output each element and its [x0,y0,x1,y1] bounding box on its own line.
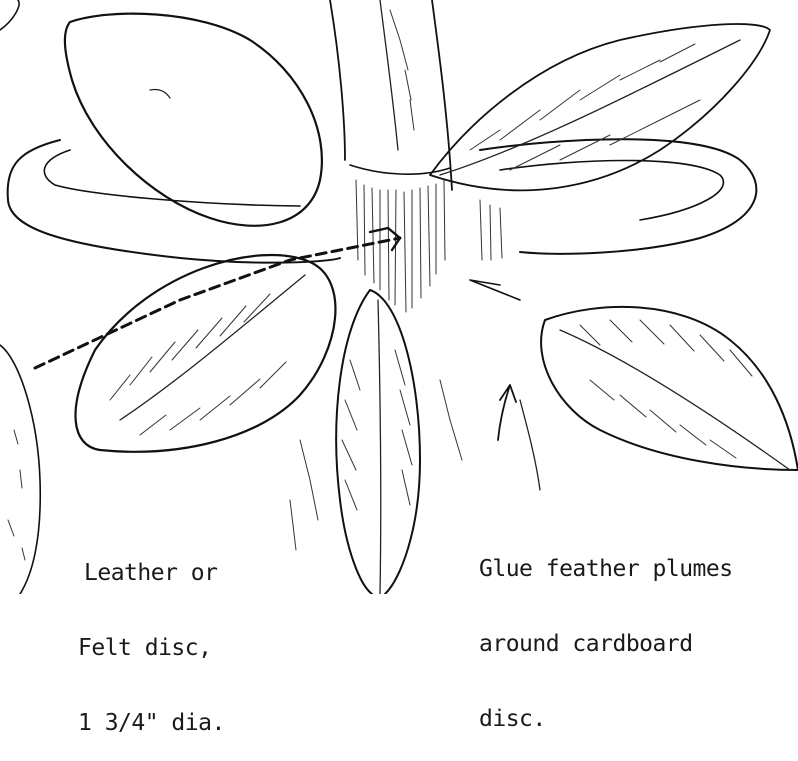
disc-caption-line-3: 1 3/4" dia. [78,711,225,736]
left-edge-arc-icon [0,0,19,30]
pointer-arrow-icon [498,385,516,440]
feather-disc-drawing [0,0,798,594]
disc-caption-line-1: Leather or [84,561,225,586]
glue-caption-line-1: Glue feather plumes [479,557,733,582]
top-right-plume-icon [430,24,770,190]
center-stem-icon [330,0,452,190]
left-lower-plume-icon [76,255,336,452]
glue-caption-line-3: disc. [479,707,733,732]
glue-caption: Glue feather plumes around cardboard dis… [479,507,733,757]
glue-caption-line-2: around cardboard [479,632,733,657]
disc-caption-line-2: Felt disc, [78,636,225,661]
left-oval-edge-icon [0,345,40,594]
bottom-center-feather-icon [336,290,420,594]
disc-caption: Leather or Felt disc, 1 3/4" dia. [84,511,225,761]
illustration-canvas [0,0,798,594]
